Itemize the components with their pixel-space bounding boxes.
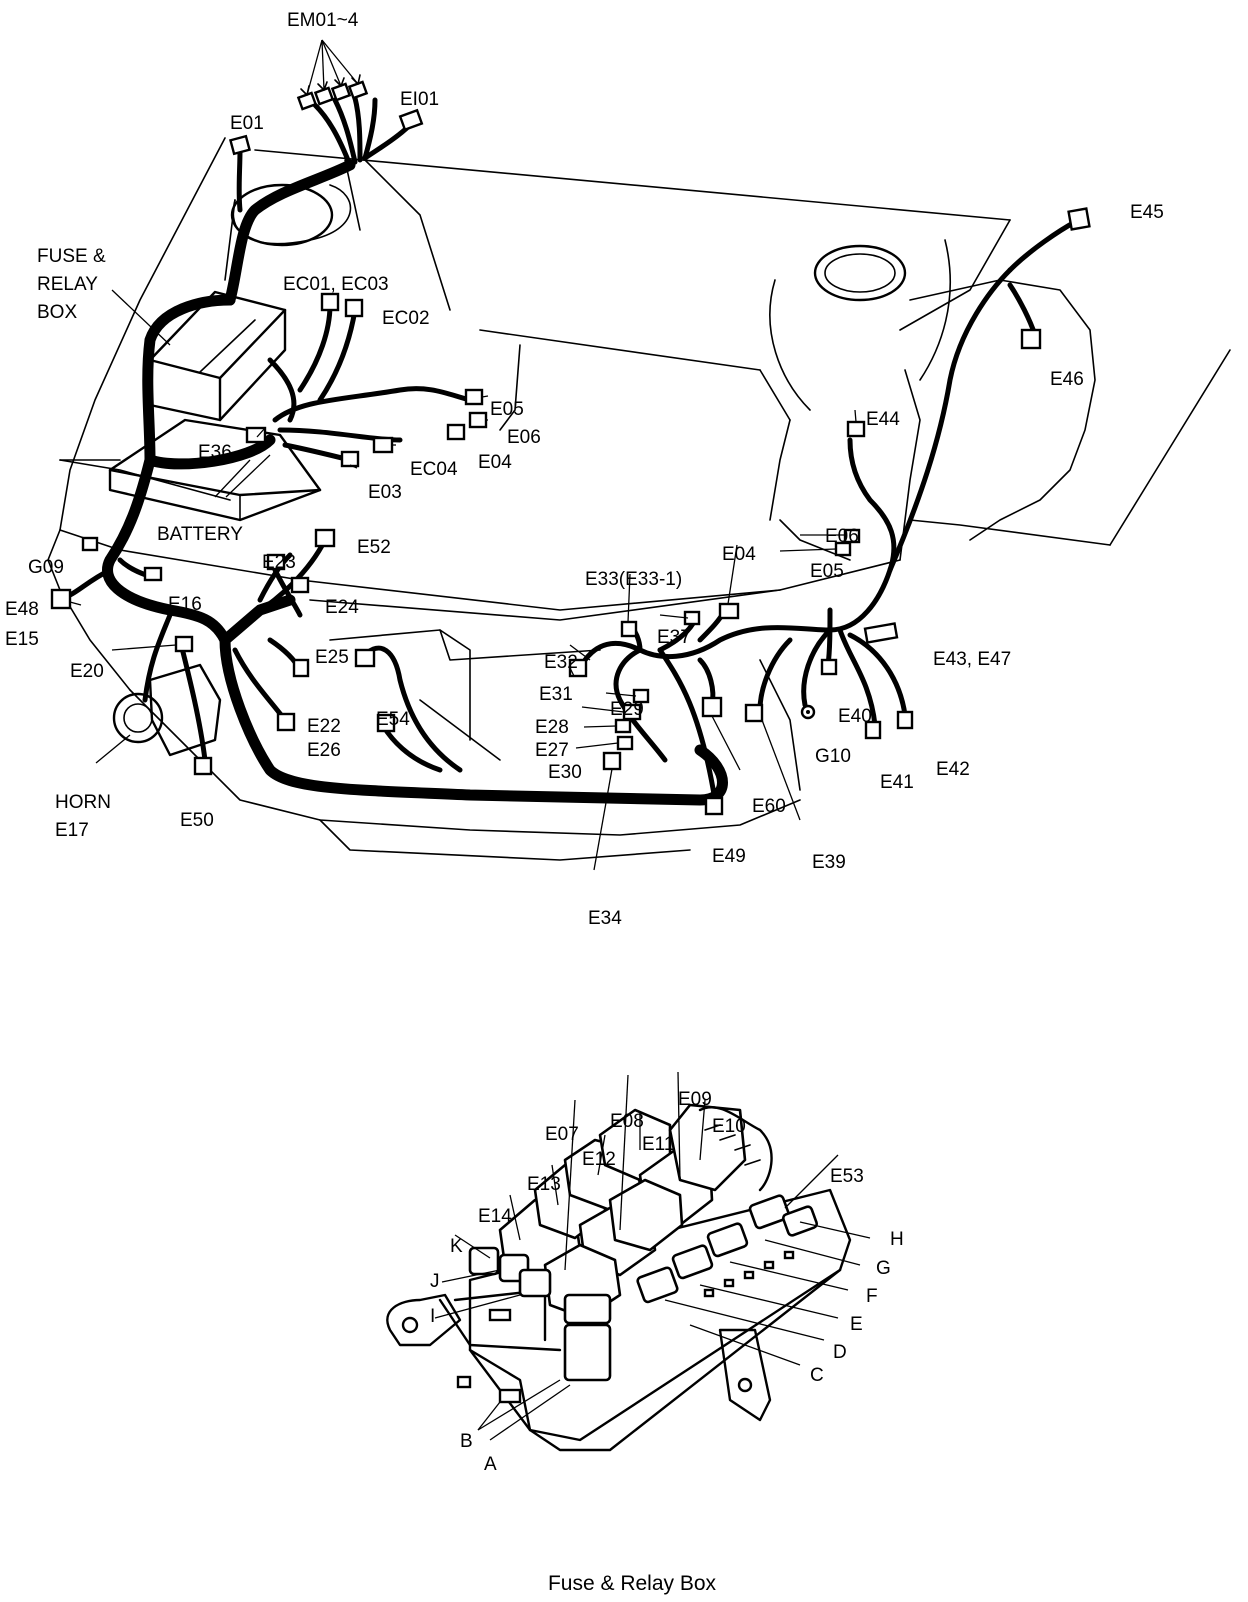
label-e09: E09: [678, 1089, 712, 1110]
label-battery: BATTERY: [157, 524, 243, 545]
label-g: G: [876, 1258, 891, 1279]
label-g09: G09: [28, 557, 64, 578]
label-e26: E26: [307, 740, 341, 761]
label-e39: E39: [812, 852, 846, 873]
label-e06-lower: E06: [825, 526, 859, 547]
battery-outline: [108, 418, 322, 522]
label-horn: HORN: [55, 792, 111, 813]
label-e04-lower: E04: [722, 544, 756, 565]
label-e16: E16: [168, 594, 202, 615]
label-e12: E12: [582, 1149, 616, 1170]
label-j: J: [430, 1271, 440, 1292]
label-e36: E36: [198, 442, 232, 463]
fuse-box-labels: E07 E08 E09 E10 E11 E12 E13 E14 E53 K J …: [430, 1089, 904, 1475]
label-e53: E53: [830, 1166, 864, 1187]
label-e24: E24: [325, 597, 359, 618]
label-f: F: [866, 1286, 878, 1307]
label-e60: E60: [752, 796, 786, 817]
engine-bay-body-outline: [47, 137, 1231, 861]
label-e52: E52: [357, 537, 391, 558]
label-e11: E11: [642, 1134, 674, 1155]
engine-bay-labels: EM01~4 EI01 E01 FUSE & RELAY BOX EC01, E…: [5, 10, 1164, 929]
label-e07: E07: [545, 1124, 579, 1145]
label-ec02: EC02: [382, 308, 430, 329]
label-ei01: EI01: [400, 89, 439, 110]
label-i: I: [430, 1306, 435, 1327]
label-e05-lower: E05: [810, 561, 844, 582]
label-e46: E46: [1050, 369, 1084, 390]
label-e41: E41: [880, 772, 914, 793]
label-e20: E20: [70, 661, 104, 682]
label-g10: G10: [815, 746, 851, 767]
leader-lines: [69, 39, 857, 871]
label-e44: E44: [866, 409, 900, 430]
label-e49: E49: [712, 846, 746, 867]
horn-outline: [112, 663, 222, 757]
label-fuse-relay-box-line3: BOX: [37, 302, 77, 323]
label-d: D: [833, 1342, 847, 1363]
label-e13: E13: [527, 1174, 561, 1195]
label-e43-e47: E43, E47: [933, 649, 1011, 670]
label-b: B: [460, 1431, 473, 1452]
label-e14: E14: [478, 1206, 512, 1227]
left-strut-tower: [230, 183, 334, 247]
label-em01-4: EM01~4: [287, 10, 359, 31]
label-e03: E03: [368, 482, 402, 503]
main-wire-harness: [67, 95, 1078, 806]
label-h: H: [890, 1229, 904, 1250]
connector-blocks: [50, 80, 1091, 816]
label-e45: E45: [1130, 202, 1164, 223]
label-e42: E42: [936, 759, 970, 780]
label-e25: E25: [315, 647, 349, 668]
label-e33: E33(E33-1): [585, 569, 682, 590]
label-e29: E29: [610, 699, 644, 720]
label-fuse-relay-box-line1: FUSE &: [37, 246, 106, 267]
label-e28: E28: [535, 717, 569, 738]
label-e31: E31: [539, 684, 573, 705]
label-ec01-ec03: EC01, EC03: [283, 274, 389, 295]
label-e: E: [850, 1314, 863, 1335]
label-e06-upper: E06: [507, 427, 541, 448]
fuse-relay-box-detail: [386, 1071, 871, 1452]
label-e37: E37: [657, 627, 691, 648]
label-e01: E01: [230, 113, 264, 134]
diagram-caption: Fuse & Relay Box: [548, 1572, 717, 1595]
label-e23: E23: [262, 552, 296, 573]
label-e22: E22: [307, 716, 341, 737]
label-e50: E50: [180, 810, 214, 831]
label-k: K: [450, 1236, 463, 1257]
g10-ground-point: [800, 704, 816, 720]
label-e30: E30: [548, 762, 582, 783]
label-e05-upper: E05: [490, 399, 524, 420]
label-e27: E27: [535, 740, 569, 761]
label-e48: E48: [5, 599, 39, 620]
label-e32: E32: [544, 652, 578, 673]
label-c: C: [810, 1365, 824, 1386]
label-e04-upper: E04: [478, 452, 512, 473]
label-e40: E40: [838, 706, 872, 727]
label-ec04: EC04: [410, 459, 458, 480]
label-e10: E10: [712, 1116, 746, 1137]
label-e15: E15: [5, 629, 39, 650]
label-e08: E08: [610, 1111, 644, 1132]
label-fuse-relay-box-line2: RELAY: [37, 274, 98, 295]
label-e17: E17: [55, 820, 89, 841]
label-a: A: [484, 1454, 497, 1475]
label-e34: E34: [588, 908, 622, 929]
label-e54: E54: [376, 709, 410, 730]
